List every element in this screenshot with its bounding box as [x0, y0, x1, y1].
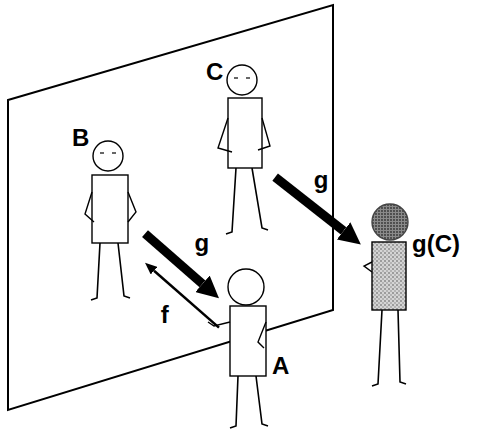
figure-head: [227, 65, 257, 95]
figure-leg: [118, 243, 130, 298]
figure-body: [230, 306, 266, 376]
figure-node: A: [222, 266, 296, 430]
map-label: f: [159, 301, 171, 329]
figure-leg: [372, 310, 382, 386]
figure-head: [228, 269, 264, 305]
figure-body: [372, 242, 406, 310]
figure-leg: [91, 243, 100, 300]
figure-eye: [112, 152, 116, 153]
figure-arm: [85, 192, 94, 222]
person-figure: [364, 198, 484, 390]
panel-outline: [8, 5, 333, 410]
arrow-connector: [275, 177, 343, 231]
figure-eye: [234, 77, 238, 78]
figure-eye: [246, 77, 250, 78]
figure-arm: [258, 118, 270, 150]
figure-head: [372, 204, 408, 240]
figure-leg: [226, 168, 236, 234]
person-figure: [222, 266, 296, 430]
figure-arm: [208, 322, 230, 326]
figure-leg: [256, 376, 268, 426]
figure-eye: [100, 152, 104, 153]
figure-label: g(C): [412, 230, 460, 258]
figure-leg: [398, 310, 406, 384]
figure-label: B: [72, 124, 89, 152]
figure-node: C: [204, 58, 272, 238]
figure-leg: [252, 168, 268, 230]
map-label: g: [192, 229, 211, 257]
figure-arm: [364, 262, 372, 272]
figure-arm: [218, 118, 232, 152]
figure-body: [92, 175, 128, 243]
figure-label: C: [206, 58, 223, 86]
figure-node: B: [70, 124, 142, 304]
figure-head: [93, 141, 123, 171]
figure-arm: [258, 322, 266, 348]
figure-node: g(C): [364, 198, 484, 390]
figure-leg: [230, 376, 238, 428]
figure-body: [228, 98, 262, 168]
figure-label: A: [272, 352, 289, 380]
map-label: g: [312, 166, 331, 194]
figure-arm: [128, 192, 136, 222]
